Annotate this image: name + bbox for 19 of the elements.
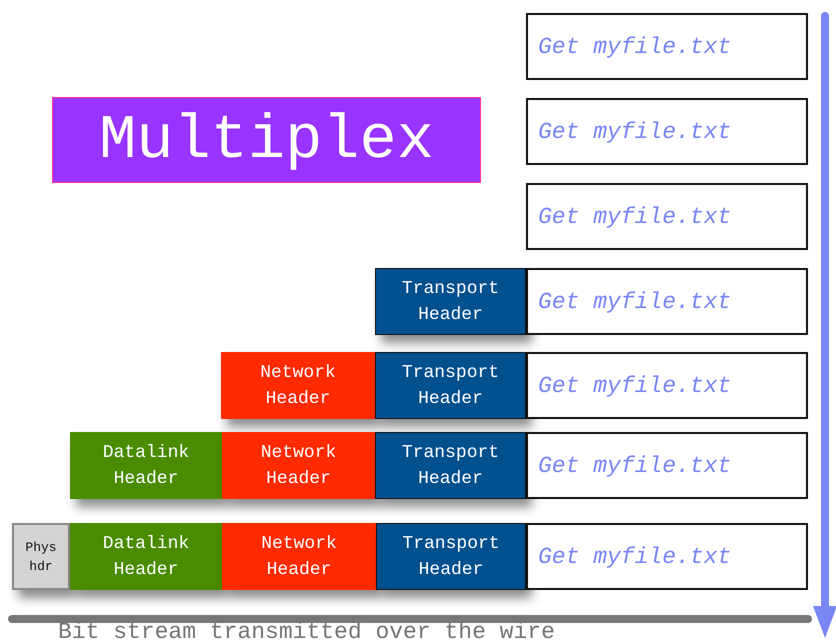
transport-header-box: Transport Header [375, 268, 526, 335]
datalink-header-box: Datalink Header [70, 432, 222, 499]
physical-header-box: Phys hdr [12, 523, 70, 590]
transport-header-box: Transport Header [375, 432, 526, 499]
payload-box: Get myfile.txt [526, 268, 808, 335]
caption-text: Bit stream transmitted over the wire [58, 619, 555, 644]
datalink-header-box: Datalink Header [70, 523, 222, 590]
network-header-box: Network Header [222, 523, 376, 590]
payload-box: Get myfile.txt [526, 523, 808, 590]
title-banner: Multiplex [52, 97, 481, 183]
network-header-box: Network Header [222, 432, 375, 499]
payload-box: Get myfile.txt [526, 13, 808, 80]
payload-box: Get myfile.txt [526, 432, 808, 499]
transport-header-box: Transport Header [375, 352, 526, 419]
network-header-box: Network Header [221, 352, 375, 419]
payload-box: Get myfile.txt [526, 183, 808, 250]
transport-header-box: Transport Header [376, 523, 526, 590]
payload-box: Get myfile.txt [526, 352, 808, 419]
payload-box: Get myfile.txt [526, 98, 808, 165]
